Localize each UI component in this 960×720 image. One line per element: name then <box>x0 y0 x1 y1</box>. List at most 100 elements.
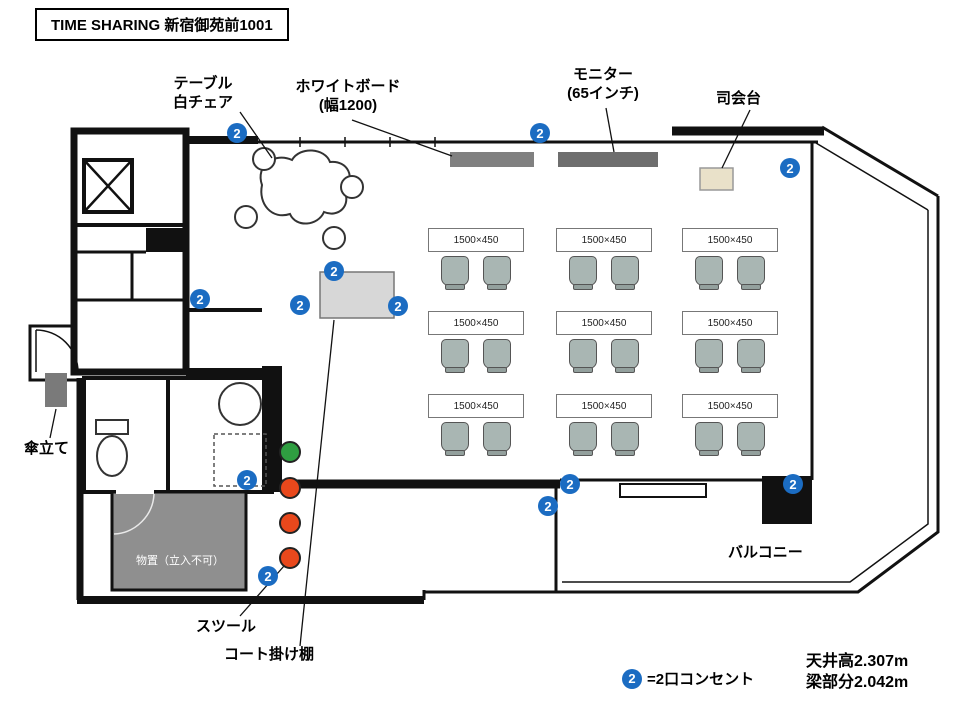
ceiling-height: 天井高2.307m <box>806 653 909 670</box>
label-line: テーブル <box>173 75 233 92</box>
storage-door-arc <box>113 493 155 535</box>
label-lounge-table: テーブル 白チェア <box>158 75 248 113</box>
chair <box>569 256 597 290</box>
label-podium: 司会台 <box>716 90 762 107</box>
entrance-door-arc <box>35 329 79 373</box>
podium <box>699 167 734 191</box>
label-monitor: モニター (65インチ) <box>548 66 658 104</box>
label-umbrella-stand: 傘立て <box>24 440 70 457</box>
table-size-label: 1500×450 <box>707 317 753 329</box>
chair <box>483 422 511 456</box>
chair <box>569 422 597 456</box>
whiteboard <box>450 152 534 167</box>
window-ticks <box>299 137 436 147</box>
meeting-table: 1500×450 <box>682 394 778 456</box>
meeting-table: 1500×450 <box>682 228 778 290</box>
table-top: 1500×450 <box>428 228 524 252</box>
chair <box>569 339 597 373</box>
toilet-bowl <box>96 435 128 477</box>
chair <box>695 422 723 456</box>
chair <box>611 422 639 456</box>
chair <box>611 339 639 373</box>
outlet-badge: 2 <box>190 289 210 309</box>
table-top: 1500×450 <box>556 228 652 252</box>
meeting-table: 1500×450 <box>428 311 524 373</box>
chair <box>483 256 511 290</box>
outlet-badge: 2 <box>388 296 408 316</box>
lounge-chair <box>340 175 364 199</box>
label-line: ホワイトボード <box>295 78 401 95</box>
chair-pair <box>428 256 524 290</box>
label-balcony: バルコニー <box>728 544 803 561</box>
outlet-badge: 2 <box>227 123 247 143</box>
outlet-badge: 2 <box>783 474 803 494</box>
chair-pair <box>682 422 778 456</box>
storage-area <box>110 490 248 592</box>
label-coat-rack: コート掛け棚 <box>224 646 315 663</box>
chair-pair <box>682 256 778 290</box>
table-size-label: 1500×450 <box>581 400 627 412</box>
label-stool: スツール <box>196 618 257 635</box>
outlet-badge: 2 <box>290 295 310 315</box>
elevator-x-icon <box>83 159 133 213</box>
label-line: モニター <box>572 66 633 83</box>
meeting-table: 1500×450 <box>556 311 652 373</box>
label-line: (幅1200) <box>318 96 378 114</box>
table-top: 1500×450 <box>682 311 778 335</box>
lounge-chair <box>322 226 346 250</box>
chair <box>483 339 511 373</box>
table-size-label: 1500×450 <box>453 317 499 329</box>
table-top: 1500×450 <box>682 394 778 418</box>
leader-line <box>49 408 57 439</box>
chair <box>441 339 469 373</box>
outlet-badge: 2 <box>538 496 558 516</box>
label-line: (65インチ) <box>567 84 639 102</box>
leader-line <box>239 111 273 159</box>
stool <box>279 441 301 463</box>
page-title: TIME SHARING 新宿御苑前1001 <box>35 8 289 41</box>
label-whiteboard: ホワイトボード (幅1200) <box>283 78 413 116</box>
chair-pair <box>428 339 524 373</box>
balcony-step <box>619 483 707 498</box>
leader-line <box>721 109 751 169</box>
chair-pair <box>428 422 524 456</box>
outlet-badge: 2 <box>560 474 580 494</box>
leader-line <box>351 119 453 157</box>
table-size-label: 1500×450 <box>707 400 753 412</box>
meeting-table: 1500×450 <box>428 228 524 290</box>
umbrella-stand <box>45 373 67 407</box>
meeting-table: 1500×450 <box>428 394 524 456</box>
chair <box>611 256 639 290</box>
table-top: 1500×450 <box>682 228 778 252</box>
chair <box>737 339 765 373</box>
leader-line <box>605 107 615 153</box>
table-size-label: 1500×450 <box>453 234 499 246</box>
legend: 2 =2口コンセント <box>622 668 754 689</box>
table-size-label: 1500×450 <box>581 317 627 329</box>
balcony-railing <box>556 470 940 594</box>
chair <box>695 256 723 290</box>
stool <box>279 477 301 499</box>
chair-pair <box>556 339 652 373</box>
table-size-label: 1500×450 <box>581 234 627 246</box>
table-top: 1500×450 <box>556 311 652 335</box>
chair-pair <box>556 256 652 290</box>
chair <box>441 256 469 290</box>
leader-line <box>299 319 335 647</box>
table-top: 1500×450 <box>428 311 524 335</box>
outlet-badge: 2 <box>780 158 800 178</box>
outlet-badge: 2 <box>324 261 344 281</box>
lounge-chair <box>234 205 258 229</box>
beam-height: 梁部分2.042m <box>806 673 909 691</box>
shaft-block <box>146 228 186 252</box>
table-size-label: 1500×450 <box>707 234 753 246</box>
label-line: 白チェア <box>172 93 233 111</box>
outlet-legend-icon: 2 <box>622 668 642 689</box>
stool <box>279 512 301 534</box>
chair <box>737 256 765 290</box>
room-specs: 天井高2.307m 梁部分2.042m <box>806 652 908 694</box>
